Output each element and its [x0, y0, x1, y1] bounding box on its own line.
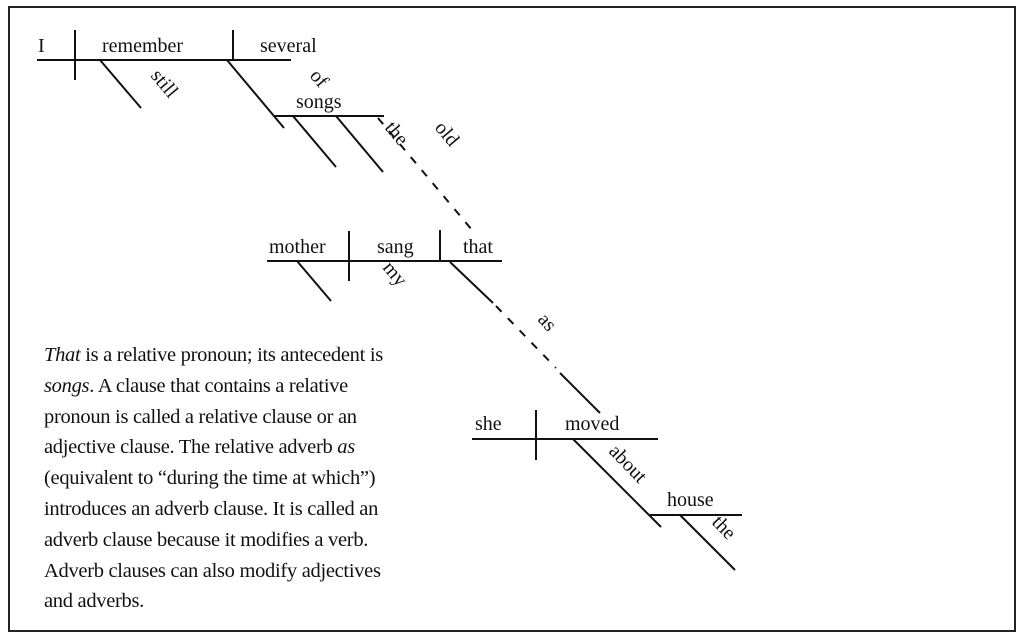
- word-object: several: [260, 35, 317, 57]
- word-the: the: [380, 117, 413, 150]
- italic-term: songs: [44, 374, 90, 397]
- word-house: house: [667, 489, 714, 511]
- word-she: she: [475, 413, 502, 435]
- diagram-frame: [8, 6, 1016, 632]
- adverb-connector-dashed: [495, 305, 557, 369]
- word-my: my: [378, 257, 411, 291]
- word-sang: sang: [377, 236, 414, 258]
- main-clause: I remember several still of songs the ol…: [37, 30, 463, 173]
- italic-term: as: [337, 436, 355, 459]
- word-old: old: [430, 117, 463, 151]
- modifier-line-the-house: [679, 514, 736, 571]
- modifier-line-the: [292, 115, 337, 168]
- italic-term: That: [44, 344, 81, 366]
- word-subject: I: [38, 35, 45, 57]
- word-about: about: [604, 440, 651, 488]
- word-still: still: [146, 65, 182, 102]
- text-segment: . A clause that contains a relative: [89, 374, 348, 397]
- explanation-line: adjective clause. The relative adverb as: [44, 432, 484, 463]
- word-that: that: [463, 236, 493, 258]
- word-verb: remember: [102, 35, 183, 57]
- relative-clause: mother sang that my: [267, 230, 502, 302]
- word-the-house: the: [707, 511, 740, 544]
- prep-line-of: [226, 59, 285, 129]
- text-segment: adjective clause. The relative adverb: [44, 436, 338, 459]
- explanation-line: Adverb clauses can also modify adjective…: [44, 559, 381, 582]
- word-as: as: [533, 309, 561, 336]
- explanation-line: introduces an adverb clause. It is calle…: [44, 497, 379, 520]
- word-moved: moved: [565, 413, 619, 435]
- word-mother: mother: [269, 236, 326, 258]
- adverb-connector-solid-top: [449, 261, 494, 304]
- explanation-text: That is a relative pronoun; its antecede…: [44, 340, 484, 617]
- explanation-line: That is a relative pronoun; its antecede…: [44, 340, 484, 371]
- word-of: of: [305, 65, 333, 92]
- prep-line-about: [572, 438, 662, 528]
- adverb-connector-solid-bottom: [559, 372, 601, 414]
- explanation-line: adverb clause because it modifies a verb…: [44, 528, 369, 551]
- modifier-line-old: [335, 115, 384, 173]
- modifier-line-still: [99, 59, 142, 109]
- explanation-line: songs. A clause that contains a relative: [44, 371, 484, 402]
- explanation-line: and adverbs.: [44, 590, 145, 613]
- explanation-line: (equivalent to “during the time at which…: [44, 467, 376, 490]
- relative-connector-dashed: [377, 117, 473, 231]
- text-segment: is a relative pronoun; its antecedent is: [80, 344, 383, 366]
- modifier-line-my: [296, 260, 332, 302]
- explanation-line: pronoun is called a relative clause or a…: [44, 405, 357, 428]
- adverb-clause: she moved about house the: [472, 410, 742, 571]
- word-songs: songs: [296, 91, 342, 113]
